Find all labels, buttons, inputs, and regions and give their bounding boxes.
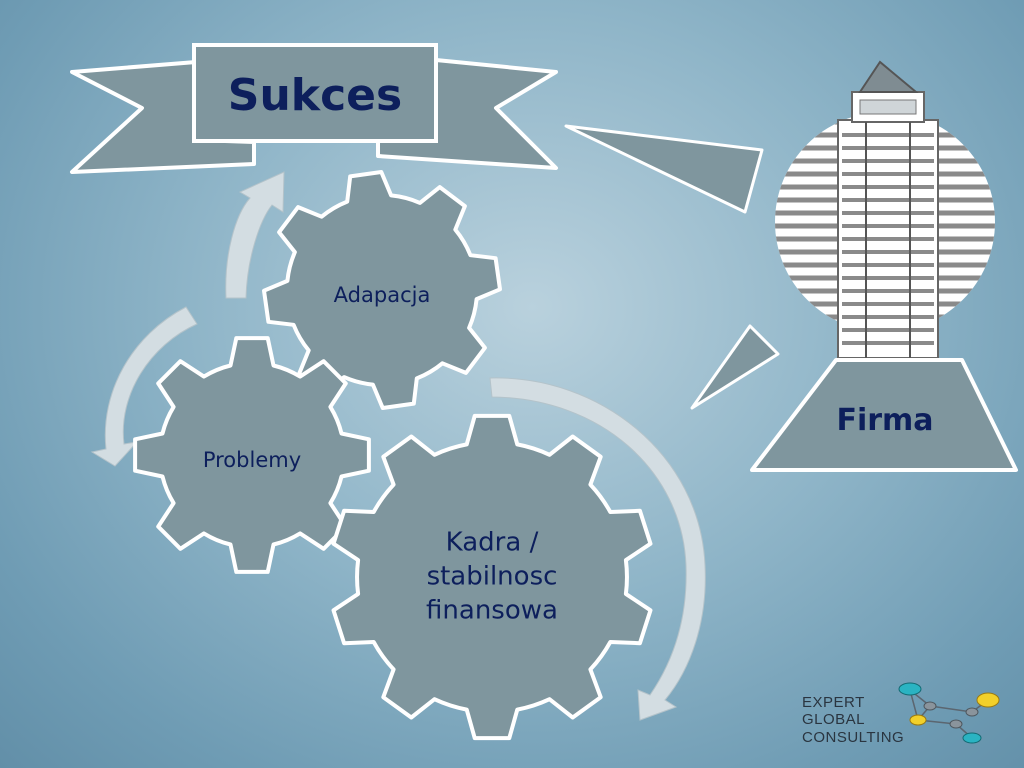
banner-center — [192, 43, 438, 143]
logo-line-1: EXPERT — [802, 694, 865, 711]
arrow-to-problemy — [90, 306, 198, 467]
connector-upper — [564, 124, 764, 214]
gear-label-kadra-0: Kadra / — [446, 528, 539, 558]
logo-line-2: GLOBAL — [802, 711, 865, 728]
gear-label-problemy-0: Problemy — [203, 448, 301, 472]
gear-problemy: Problemy — [133, 336, 371, 574]
gear-label-kadra-2: finansowa — [426, 596, 558, 626]
gear-shape-kadra — [331, 413, 653, 741]
gear-shape-adapacja — [262, 170, 502, 410]
gear-kadra: Kadra / stabilnosc finansowa — [331, 413, 653, 741]
building-illustration — [775, 60, 995, 359]
connector-lower — [690, 324, 780, 410]
cycle-arrows — [90, 171, 706, 721]
arrow-to-sukces — [225, 171, 285, 299]
arrow-from-adapacja — [489, 377, 706, 721]
gear-adapacja: Adapacja — [262, 170, 502, 410]
gear-label-adapacja-0: Adapacja — [334, 283, 431, 307]
banner-title: Sukces — [228, 70, 402, 121]
sukces-banner: Sukces — [70, 43, 558, 174]
firma-label: Firma — [836, 403, 933, 438]
firma-base: Firma — [750, 358, 1018, 472]
expert-global-consulting-logo: EXPERT GLOBAL CONSULTING — [802, 682, 1000, 746]
gear-label-kadra-1: stabilnosc — [427, 562, 558, 592]
gear-shape-problemy — [133, 336, 371, 574]
logo-line-3: CONSULTING — [802, 729, 904, 746]
